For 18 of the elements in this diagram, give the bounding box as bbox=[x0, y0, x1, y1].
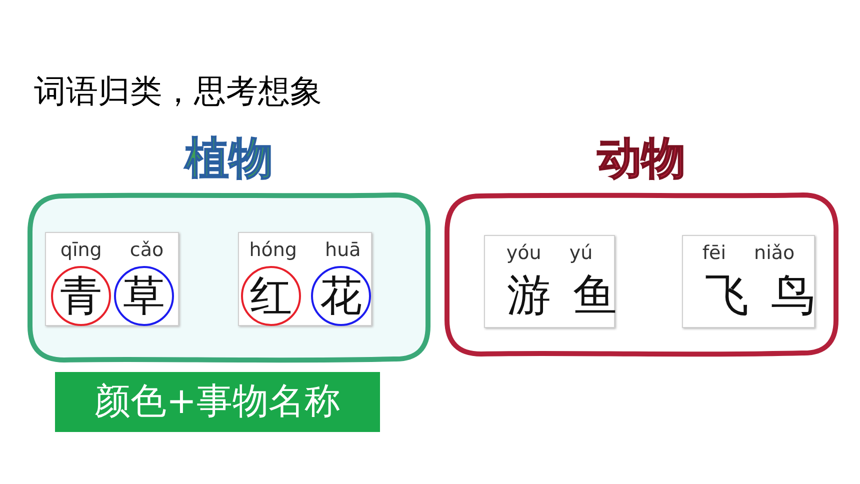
word-text: 飞鸟 bbox=[704, 270, 814, 322]
title-text: 词语归类，思考想象 bbox=[34, 71, 322, 112]
word-card bbox=[45, 232, 179, 326]
pinyin-text: yóu yú bbox=[505, 242, 594, 264]
pinyin-text: fēi niǎo bbox=[701, 242, 796, 264]
word-card bbox=[484, 235, 615, 328]
word-card bbox=[682, 235, 815, 328]
circled-character: 草 bbox=[114, 266, 174, 326]
circled-character: 红 bbox=[241, 266, 301, 326]
circled-character: 花 bbox=[311, 266, 371, 326]
circled-character: 青 bbox=[51, 266, 111, 326]
pinyin-text: hóng huā bbox=[248, 239, 362, 261]
word-text: 游鱼 bbox=[506, 270, 614, 322]
group-heading: 植物 bbox=[183, 132, 274, 186]
word-card bbox=[238, 232, 372, 326]
group-heading: 动物 bbox=[596, 132, 686, 186]
category-label: 颜色+事物名称 bbox=[55, 372, 380, 432]
pinyin-text: qīng cǎo bbox=[59, 239, 165, 261]
